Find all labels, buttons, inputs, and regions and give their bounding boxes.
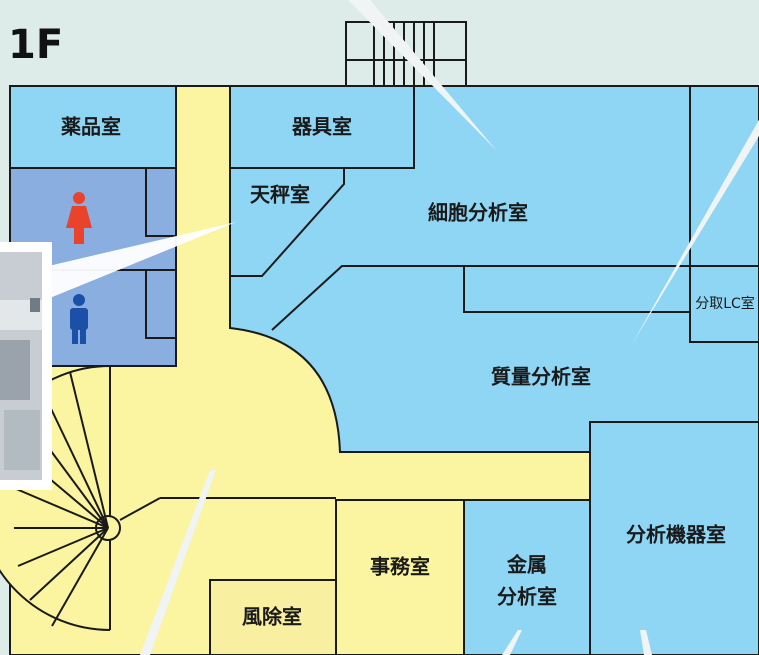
view-pointers <box>140 0 759 655</box>
room-label-mass-spec: 質量分析室 <box>491 365 591 389</box>
room-label-windbreak: 風除室 <box>242 605 302 629</box>
room-label-chemicals: 薬品室 <box>61 115 121 139</box>
room-label-metal-analysis-2: 分析室 <box>497 585 557 609</box>
room-office <box>335 499 465 655</box>
photo-inset <box>0 242 52 490</box>
room-label-cell-analysis: 細胞分析室 <box>428 201 528 225</box>
room-label-prep-lc: 分取LC室 <box>695 295 755 312</box>
female-restroom-icon <box>66 192 92 244</box>
male-restroom-icon <box>70 294 88 344</box>
room-chemicals <box>9 85 177 169</box>
room-prep-lc <box>689 85 759 343</box>
floor-label: 1F <box>8 22 63 68</box>
room-label-balance: 天秤室 <box>250 183 310 207</box>
photo-pointer <box>40 222 236 302</box>
room-metal-analysis <box>463 499 591 655</box>
room-analytical-instruments <box>589 421 759 655</box>
room-label-office: 事務室 <box>370 555 430 579</box>
room-windbreak <box>209 579 337 655</box>
room-label-metal-analysis-1: 金属 <box>506 553 547 577</box>
room-equipment <box>229 85 415 169</box>
room-label-analytical-instruments: 分析機器室 <box>626 523 726 547</box>
room-label-equipment: 器具室 <box>291 115 352 139</box>
room-balance <box>229 167 345 277</box>
